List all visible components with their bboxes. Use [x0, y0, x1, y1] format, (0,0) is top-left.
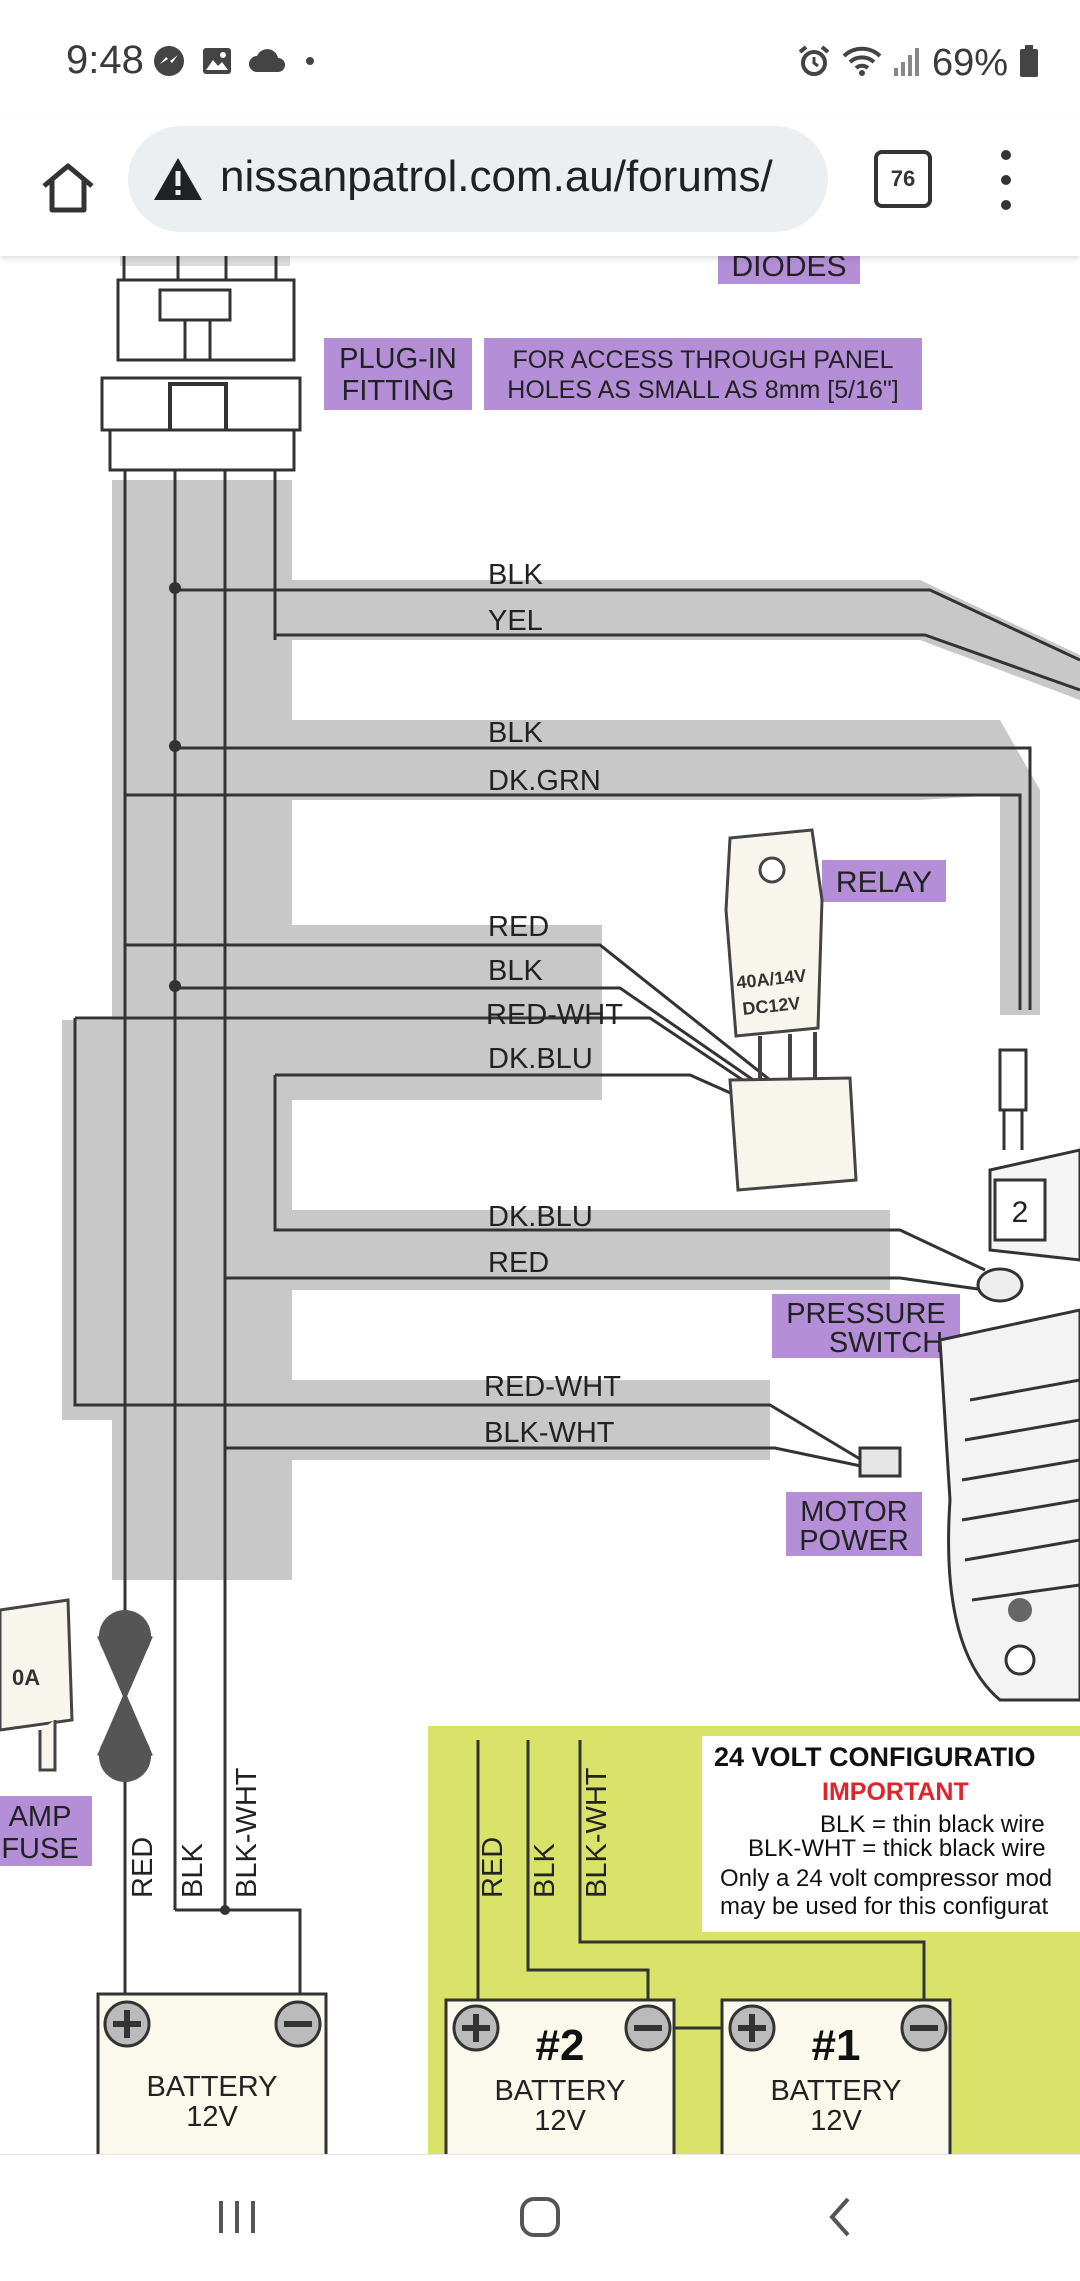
recents-button[interactable]	[178, 2177, 298, 2257]
svg-text:FITTING: FITTING	[342, 375, 455, 407]
svg-text:BLK: BLK	[177, 1843, 209, 1898]
label-diodes: DIODES	[731, 256, 846, 283]
svg-text:FUSE: FUSE	[1, 1833, 78, 1865]
vertical-wire-labels: RED BLK BLK-WHT	[127, 1767, 263, 1898]
relay-component: 40A/14V DC12V	[724, 828, 858, 1192]
url-text[interactable]: nissanpatrol.com.au/forums/	[220, 152, 773, 201]
wiring-diagram: DIODES PLUG-IN FITTING FOR ACCESS THROUG…	[0, 256, 1080, 2154]
svg-text:#1: #1	[812, 2021, 861, 2070]
svg-text:RED: RED	[488, 911, 549, 943]
back-icon	[829, 2197, 850, 2237]
svg-text:FOR ACCESS THROUGH PANEL: FOR ACCESS THROUGH PANEL	[512, 346, 893, 374]
battery-percent: 69%	[931, 41, 1008, 84]
svg-text:2: 2	[1012, 1196, 1029, 1229]
browser-toolbar: nissanpatrol.com.au/forums/ 76	[0, 120, 1080, 256]
svg-text:BATTERY: BATTERY	[146, 2071, 277, 2103]
svg-text:may be used for this configura: may be used for this configurat	[720, 1893, 1049, 1920]
junction-dots	[169, 582, 230, 1915]
svg-text:RED: RED	[127, 1837, 159, 1898]
svg-text:0A: 0A	[12, 1665, 40, 1690]
system-icons: 69%	[796, 38, 1040, 88]
svg-text:#2: #2	[536, 2021, 585, 2070]
svg-text:DK.BLU: DK.BLU	[488, 1043, 593, 1075]
svg-text:BATTERY: BATTERY	[494, 2075, 625, 2107]
more-vert-icon	[1001, 149, 1011, 160]
svg-text:BLK-WHT: BLK-WHT	[581, 1767, 613, 1898]
svg-text:Only a 24 volt compressor mod: Only a 24 volt compressor mod	[720, 1865, 1052, 1892]
svg-text:RED: RED	[477, 1837, 509, 1898]
svg-text:BLK-WHT: BLK-WHT	[484, 1417, 615, 1449]
svg-text:SWITCH: SWITCH	[829, 1327, 943, 1359]
svg-text:AMP: AMP	[9, 1801, 72, 1833]
svg-text:RED-WHT: RED-WHT	[486, 999, 623, 1031]
svg-text:12V: 12V	[534, 2105, 586, 2137]
svg-text:12V: 12V	[186, 2101, 238, 2133]
alarm-icon	[796, 43, 832, 84]
dot-icon	[300, 51, 320, 76]
svg-text:12V: 12V	[810, 2105, 862, 2137]
battery-2: #2 BATTERY 12V	[444, 1998, 676, 2154]
notification-icons	[152, 38, 320, 88]
svg-text:IMPORTANT: IMPORTANT	[822, 1778, 969, 1806]
battery-left: BATTERY 12V	[96, 1992, 328, 2154]
signal-icon	[892, 44, 922, 83]
svg-text:DK.BLU: DK.BLU	[488, 1201, 593, 1233]
svg-text:BLK: BLK	[529, 1843, 561, 1898]
battery-1: #1 BATTERY 12V	[720, 1998, 952, 2154]
svg-text:PRESSURE: PRESSURE	[786, 1298, 946, 1330]
plug-in-fitting-connector	[100, 256, 302, 472]
messenger-icon	[152, 44, 186, 83]
thin-wires	[73, 470, 1080, 2020]
svg-text:BLK: BLK	[488, 955, 543, 987]
gallery-icon	[200, 44, 234, 83]
svg-text:PLUG-IN: PLUG-IN	[339, 343, 457, 375]
svg-text:MOTOR: MOTOR	[800, 1496, 907, 1528]
svg-text:BLK-WHT = thick black wire: BLK-WHT = thick black wire	[748, 1835, 1046, 1862]
web-content[interactable]: DIODES PLUG-IN FITTING FOR ACCESS THROUG…	[0, 256, 1080, 2154]
svg-text:RED: RED	[488, 1247, 549, 1279]
home-outline-icon	[42, 163, 94, 213]
system-nav-bar	[0, 2154, 1080, 2281]
cloud-icon	[248, 46, 286, 81]
component-labels: DIODES PLUG-IN FITTING FOR ACCESS THROUG…	[0, 256, 960, 1866]
svg-text:YEL: YEL	[488, 605, 543, 637]
svg-text:BATTERY: BATTERY	[770, 2075, 901, 2107]
fuse-component: 0A	[0, 1598, 153, 1782]
svg-text:HOLES AS SMALL AS 8mm [5/16"]: HOLES AS SMALL AS 8mm [5/16"]	[507, 376, 898, 404]
battery-icon	[1018, 44, 1040, 83]
status-time: 9:48	[66, 38, 144, 82]
home-icon	[520, 2197, 560, 2237]
svg-text:BLK = thin black wire: BLK = thin black wire	[820, 1811, 1045, 1838]
svg-text:BLK: BLK	[488, 559, 543, 591]
svg-text:RED-WHT: RED-WHT	[484, 1371, 621, 1403]
recents-icon	[219, 2201, 255, 2233]
compressor-motor: 2	[858, 1048, 1080, 1702]
svg-text:24 VOLT CONFIGURATIO: 24 VOLT CONFIGURATIO	[714, 1742, 1036, 1772]
svg-text:POWER: POWER	[799, 1525, 909, 1557]
tab-switcher-button[interactable]: 76	[874, 150, 932, 208]
back-button[interactable]	[780, 2177, 900, 2257]
more-options-button[interactable]	[986, 142, 1026, 218]
svg-text:BLK: BLK	[488, 717, 543, 749]
home-button[interactable]	[28, 148, 108, 228]
svg-text:DK.GRN: DK.GRN	[488, 765, 601, 797]
wifi-icon	[842, 44, 882, 83]
warning-icon[interactable]	[152, 156, 204, 202]
svg-text:RELAY: RELAY	[836, 866, 932, 899]
wire-labels: BLK YEL BLK DK.GRN RED BLK RED-WHT DK.BL…	[484, 559, 623, 1449]
status-bar: 9:48 69%	[0, 0, 1080, 120]
home-nav-button[interactable]	[480, 2177, 600, 2257]
svg-text:BLK-WHT: BLK-WHT	[231, 1767, 263, 1898]
url-bar[interactable]: nissanpatrol.com.au/forums/	[128, 126, 828, 232]
